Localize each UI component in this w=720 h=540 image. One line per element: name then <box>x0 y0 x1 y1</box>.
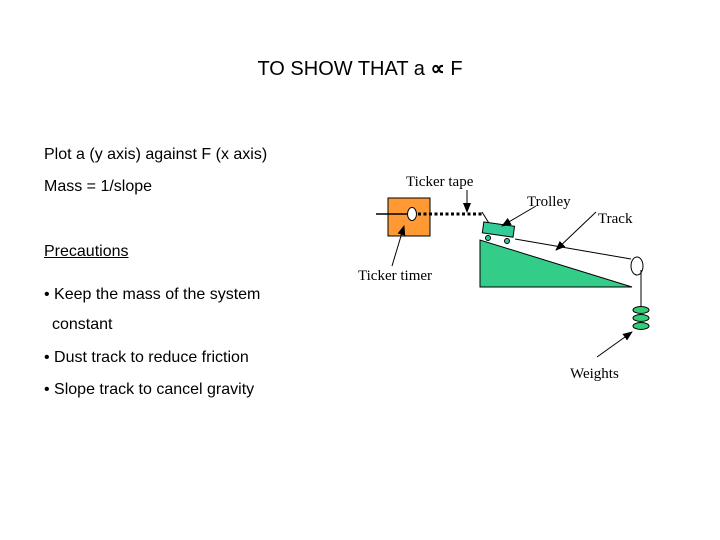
title-suffix: F <box>450 58 463 80</box>
title-prefix: TO SHOW THAT a <box>257 58 425 80</box>
mass-formula: Mass = 1/slope <box>44 178 153 195</box>
arrow-trolley <box>501 205 537 227</box>
trolley-wheel-right <box>504 238 510 244</box>
trolley-body <box>481 221 516 238</box>
trolley-wheel-left <box>485 235 491 241</box>
weight-disc-2 <box>632 314 650 322</box>
precaution-bullet-1-continuation: constant <box>52 316 113 333</box>
precaution-bullet-1: • Keep the mass of the system <box>44 286 261 303</box>
slide-title: TO SHOW THAT a ∝ F <box>0 56 720 81</box>
arrow-weights <box>596 331 633 358</box>
label-ticker-timer: Ticker timer <box>358 268 432 284</box>
label-trolley: Trolley <box>527 194 571 210</box>
string-over-ramp <box>514 238 632 260</box>
precaution-bullet-3: • Slope track to cancel gravity <box>44 381 255 398</box>
label-weights: Weights <box>570 366 619 382</box>
weight-disc-3 <box>632 322 650 330</box>
proportional-symbol: ∝ <box>430 58 445 80</box>
precautions-heading: Precautions <box>44 243 129 260</box>
track-ramp <box>479 239 633 288</box>
weight-disc-1 <box>632 306 650 314</box>
arrow-track <box>555 211 597 251</box>
precaution-bullet-2: • Dust track to reduce friction <box>44 349 249 366</box>
ticker-bead <box>407 207 417 221</box>
label-ticker-tape: Ticker tape <box>406 174 474 190</box>
plot-instruction: Plot a (y axis) against F (x axis) <box>44 146 268 163</box>
label-track: Track <box>598 211 633 227</box>
pulley <box>630 256 644 276</box>
arrow-ticker-timer <box>391 225 406 267</box>
